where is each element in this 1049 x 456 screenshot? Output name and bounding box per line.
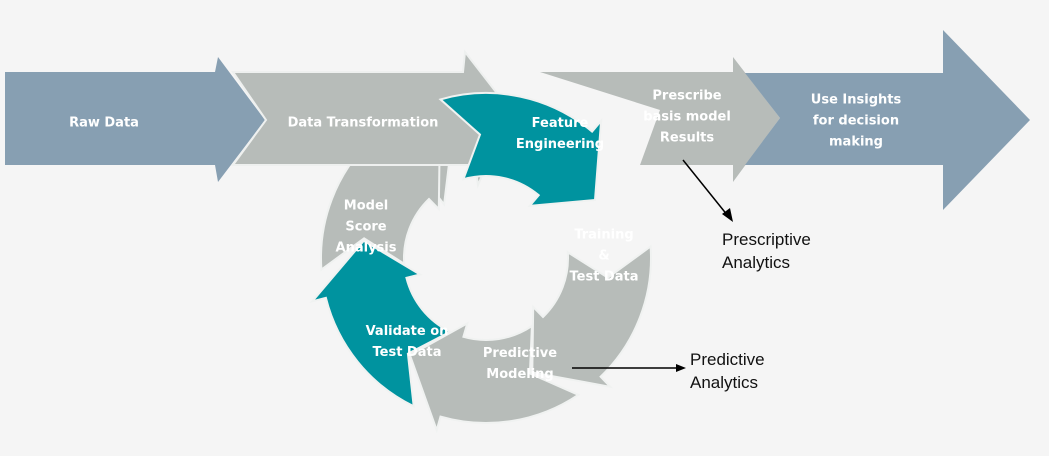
prescribe-arrow bbox=[540, 57, 780, 182]
feature-engineering-arrow bbox=[438, 92, 603, 208]
feature-line: Feature bbox=[531, 116, 589, 131]
prescribe-line: Prescribe bbox=[652, 88, 722, 104]
use-insights-label: Use Insights for decision making bbox=[811, 90, 901, 153]
predictive-analytics-note: Predictive Analytics bbox=[690, 348, 765, 394]
use-insights-line: making bbox=[829, 134, 883, 150]
raw-data-label: Raw Data bbox=[69, 115, 139, 131]
training-line: Training bbox=[574, 227, 634, 243]
note-line: Analytics bbox=[722, 253, 791, 272]
feature-engineering-label: Feature Engineering bbox=[516, 113, 604, 155]
use-insights-line: Use Insights bbox=[810, 92, 902, 108]
validate-label: Validate on Test Data bbox=[366, 321, 449, 363]
model-score-line: Analysis bbox=[335, 240, 397, 256]
data-transformation-arrow bbox=[231, 49, 512, 189]
use-insights-arrow bbox=[745, 30, 1030, 210]
training-line: & bbox=[598, 248, 610, 264]
validate-line: Test Data bbox=[372, 345, 442, 360]
data-transformation-label: Data Transformation bbox=[287, 115, 439, 131]
prescribe-line: Results bbox=[659, 130, 715, 146]
training-arrow bbox=[531, 244, 652, 389]
predictive-line: Predictive bbox=[482, 346, 558, 361]
prescribe-label: Prescribe basis model Results bbox=[643, 86, 731, 149]
use-insights-line: for decision bbox=[812, 113, 900, 129]
predictive-modeling-arrow bbox=[408, 321, 581, 434]
prescriptive-analytics-note: Prescriptive Analytics bbox=[722, 228, 811, 274]
training-label: Training & Test Data bbox=[570, 225, 639, 288]
note-line: Analytics bbox=[690, 373, 759, 392]
feature-line: Engineering bbox=[515, 137, 605, 152]
predictive-arrowhead bbox=[676, 364, 686, 372]
prescriptive-arrowhead bbox=[722, 208, 733, 222]
note-line: Prescriptive bbox=[722, 230, 811, 249]
prescribe-line: basis model bbox=[643, 109, 731, 125]
training-line: Test Data bbox=[569, 269, 639, 285]
validate-arrow bbox=[309, 239, 453, 408]
model-score-label: Model Score Analysis bbox=[336, 196, 397, 259]
note-line: Predictive bbox=[690, 350, 765, 369]
raw-data-arrow bbox=[5, 57, 265, 182]
model-score-line: Model bbox=[343, 198, 389, 214]
validate-line: Validate on bbox=[365, 324, 449, 339]
prescriptive-pointer bbox=[682, 159, 729, 217]
model-score-line: Score bbox=[345, 219, 387, 235]
predictive-line: Modeling bbox=[486, 367, 554, 382]
predictive-modeling-label: Predictive Modeling bbox=[483, 343, 557, 385]
feature-engineering-shape bbox=[438, 92, 603, 208]
